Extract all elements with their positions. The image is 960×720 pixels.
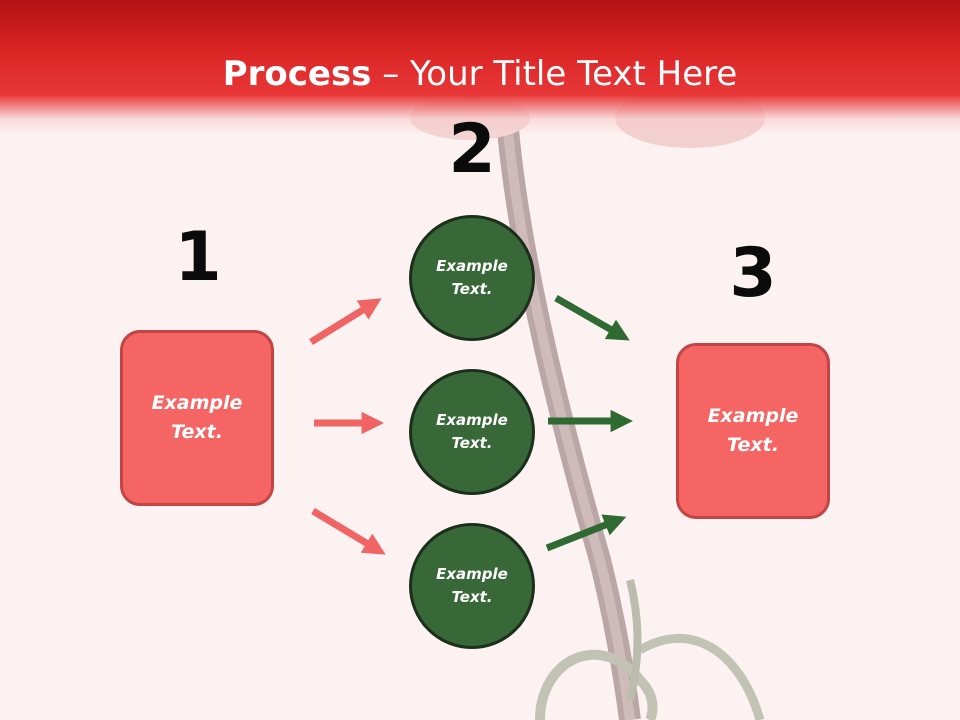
arrow-to-circle-bottom: [311, 507, 386, 555]
title-bold: Process: [222, 54, 372, 94]
arrow-to-circle-top: [309, 298, 382, 345]
step-2-circle-top[interactable]: Example Text.: [409, 215, 535, 341]
slide-title: Process – Your Title Text Here: [0, 52, 960, 96]
step-3-label: Example Text.: [707, 405, 799, 456]
step-1-label: Example Text.: [151, 392, 243, 443]
step-1-box[interactable]: Example Text.: [120, 330, 274, 506]
arrow-from-circle-top: [554, 294, 630, 341]
circle-label: Example Text.: [436, 565, 508, 606]
step-number-1: 1: [174, 218, 222, 297]
step-2-circle-middle[interactable]: Example Text.: [409, 369, 535, 495]
circle-label: Example Text.: [436, 411, 508, 452]
step-3-box[interactable]: Example Text.: [676, 343, 830, 519]
step-number-3: 3: [729, 234, 777, 313]
arrow-from-circle-bottom: [545, 514, 627, 552]
step-number-2: 2: [448, 110, 496, 189]
title-rest: – Your Title Text Here: [371, 54, 738, 94]
circle-label: Example Text.: [436, 257, 508, 298]
title-band: [0, 0, 960, 135]
step-2-circle-bottom[interactable]: Example Text.: [409, 523, 535, 649]
